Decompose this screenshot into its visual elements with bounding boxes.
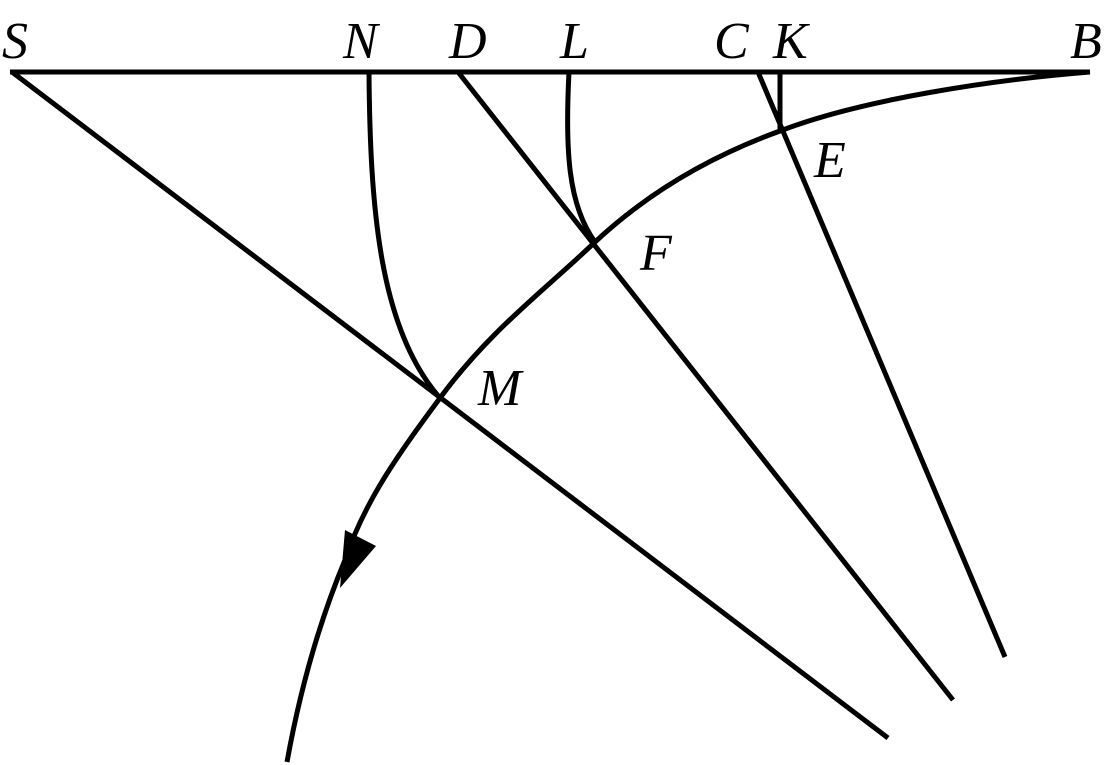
curve-LF [565, 71, 598, 244]
label-M: M [477, 360, 524, 417]
label-L: L [559, 13, 589, 70]
label-B: B [1070, 13, 1102, 70]
curve-NM [366, 71, 442, 400]
trajectory-curve [284, 69, 1091, 763]
label-F: F [639, 225, 673, 282]
label-C: C [714, 13, 750, 70]
label-D: D [448, 13, 487, 70]
label-E: E [813, 132, 846, 189]
label-N: N [342, 13, 381, 70]
direction-arrow-icon [340, 530, 376, 588]
line-D-through-F [456, 70, 955, 702]
label-S: S [2, 13, 28, 70]
line-C-through-E [755, 71, 1008, 658]
label-K: K [772, 13, 810, 70]
line-S-through-M [10, 70, 890, 740]
